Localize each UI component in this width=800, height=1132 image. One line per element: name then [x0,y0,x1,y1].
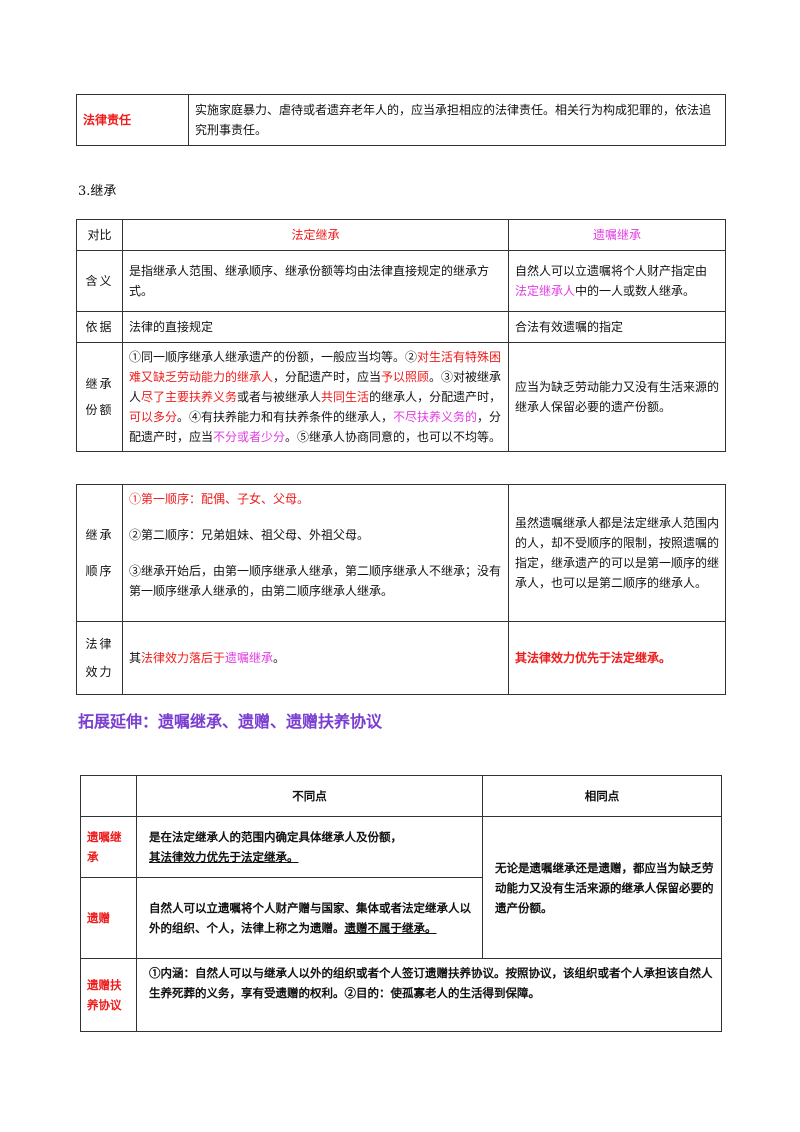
basis-legal: 法律的直接规定 [122,311,509,343]
inheritance-order-table: 继承顺序 ①第一顺序：配偶、子女、父母。 ②第二顺序：兄弟姐妹、祖父母、外祖父母… [76,484,726,695]
share-legal: ①同一顺序继承人继承遗产的份额，一般应当均等。②对生活有特殊困难又缺乏劳动能力的… [122,342,509,452]
agreement-content: ①内涵：自然人可以与继承人以外的组织或者个人签订遗赠扶养协议。按照协议，该组织或… [136,958,722,1032]
basis-label: 依据 [76,311,123,343]
table-row: 遗嘱继承 是在法定继承人的范围内确定具体继承人及份额，其法律效力优先于法定继承。… [80,816,722,959]
will-diff: 是在法定继承人的范围内确定具体继承人及份额，其法律效力优先于法定继承。 [136,816,483,878]
bequest-diff: 自然人可以立遗嘱将个人财产赠与国家、集体或者法定继承人以外的组织、个人，法律上称… [136,877,483,959]
effect-legal: 其法律效力落后于遗嘱继承。 [122,621,509,695]
table-row: 不同点 相同点 [80,775,722,817]
table-row: 含义 是指继承人范围、继承顺序、继承份额等均由法律直接规定的继承方式。 自然人可… [76,250,726,312]
basis-will: 合法有效遗嘱的指定 [508,311,726,343]
table-row: 遗赠扶养协议 ①内涵：自然人可以与继承人以外的组织或者个人签订遗赠扶养协议。按照… [80,958,722,1032]
header-will: 遗嘱继承 [508,219,726,251]
meaning-will: 自然人可以立遗嘱将个人财产指定由法定继承人中的一人或数人继承。 [508,250,726,312]
table-row: 法律效力 其法律效力落后于遗嘱继承。 其法律效力优先于法定继承。 [76,621,726,695]
table-row: 依据 法律的直接规定 合法有效遗嘱的指定 [76,311,726,343]
duty-label: 法律责任 [76,94,189,146]
header-legal: 法定继承 [122,219,509,251]
bequest-label: 遗赠 [80,877,137,959]
order-legal: ①第一顺序：配偶、子女、父母。 ②第二顺序：兄弟姐妹、祖父母、外祖父母。 ③继承… [122,484,509,622]
extension-table: 不同点 相同点 遗嘱继承 是在法定继承人的范围内确定具体继承人及份额，其法律效力… [80,775,722,1032]
table-row: 继承份额 ①同一顺序继承人继承遗产的份额，一般应当均等。②对生活有特殊困难又缺乏… [76,342,726,452]
table-row: 对比 法定继承 遗嘱继承 [76,219,726,251]
order-first: ①第一顺序：配偶、子女、父母。 [129,492,310,506]
order-third: ③继承开始后，由第一顺序继承人继承，第二顺序继承人不继承；没有第一顺序继承人继承… [129,564,502,598]
meaning-legal: 是指继承人范围、继承顺序、继承份额等均由法律直接规定的继承方式。 [122,250,509,312]
same-content: 无论是遗嘱继承还是遗赠，都应当为缺乏劳动能力又没有生活来源的继承人保留必要的遗产… [482,816,722,959]
inheritance-compare-table: 对比 法定继承 遗嘱继承 含义 是指继承人范围、继承顺序、继承份额等均由法律直接… [76,219,726,452]
header-same: 相同点 [482,775,722,817]
effect-label: 法律效力 [76,621,123,695]
order-second: ②第二顺序：兄弟姐妹、祖父母、外祖父母。 [129,528,370,542]
table-row: 继承顺序 ①第一顺序：配偶、子女、父母。 ②第二顺序：兄弟姐妹、祖父母、外祖父母… [76,484,726,622]
extension-heading: 拓展延伸：遗嘱继承、遗赠、遗赠扶养协议 [78,712,383,731]
effect-will: 其法律效力优先于法定继承。 [508,621,726,695]
section-title: 3.继承 [78,184,117,199]
will-label: 遗嘱继承 [80,816,137,878]
table-row: 法律责任 实施家庭暴力、虐待或者遗弃老年人的，应当承担相应的法律责任。相关行为构… [76,94,726,146]
duty-content: 实施家庭暴力、虐待或者遗弃老年人的，应当承担相应的法律责任。相关行为构成犯罪的，… [188,94,726,146]
meaning-label: 含义 [76,250,123,312]
share-label: 继承份额 [76,342,123,452]
legal-duty-table: 法律责任 实施家庭暴力、虐待或者遗弃老年人的，应当承担相应的法律责任。相关行为构… [76,94,726,146]
table-row: 遗赠 自然人可以立遗嘱将个人财产赠与国家、集体或者法定继承人以外的组织、个人，法… [80,877,722,959]
order-will: 虽然遗嘱继承人都是法定继承人范围内的人，却不受顺序的限制，按照遗嘱的指定，继承遗… [508,484,726,622]
header-compare: 对比 [76,219,123,251]
header-diff: 不同点 [136,775,483,817]
order-label: 继承顺序 [76,484,123,622]
agreement-label: 遗赠扶养协议 [80,958,137,1032]
share-will: 应当为缺乏劳动能力又没有生活来源的继承人保留必要的遗产份额。 [508,342,726,452]
header-empty [80,775,137,817]
